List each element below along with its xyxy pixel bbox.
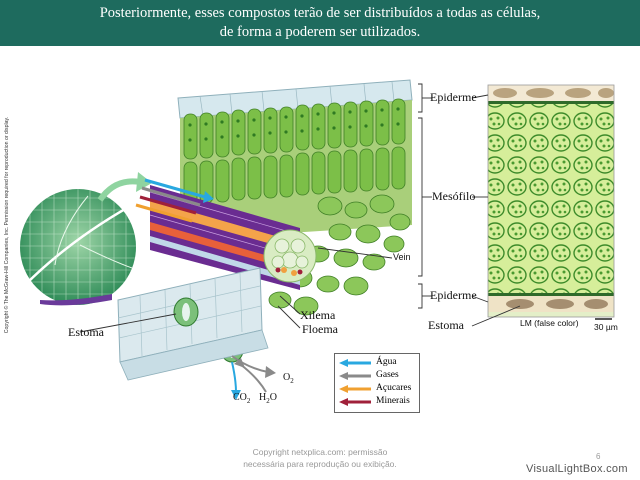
label-estoma-left: Estoma xyxy=(68,325,104,339)
label-xilema: Xilema xyxy=(300,308,336,322)
label-floema: Floema xyxy=(302,322,338,336)
footer-line-2: necessária para reprodução ou exibição. xyxy=(243,459,397,469)
label-epiderme-bottom: Epiderme xyxy=(430,288,477,302)
legend-arrow-icon xyxy=(339,385,371,393)
banner-line-1: Posteriormente, esses compostos terão de… xyxy=(99,5,541,21)
label-vein: Vein xyxy=(393,252,411,262)
legend-arrow-icon xyxy=(339,398,371,406)
leaf-magnified-circle xyxy=(20,189,136,306)
micrograph xyxy=(487,84,615,320)
label-lm-false-color: LM (false color) xyxy=(520,318,579,328)
footer-line-1: Copyright netxplica.com: permissão xyxy=(252,447,388,457)
label-o2: O2 xyxy=(283,372,294,385)
leaf-block xyxy=(117,79,413,400)
label-h2o: H2O xyxy=(259,392,277,405)
legend: Água Gases Açucares Minerais xyxy=(334,353,420,413)
footer-copyright: Copyright netxplica.com: permissão neces… xyxy=(190,446,450,470)
page-number: 6 xyxy=(596,452,601,461)
label-scale-bar: 30 µm xyxy=(594,322,618,332)
label-brackets xyxy=(79,83,521,333)
label-epiderme-top: Epiderme xyxy=(430,90,477,104)
label-mesofilo: Mesófilo xyxy=(432,189,476,203)
label-co2: CO2 xyxy=(233,392,251,405)
banner-line-2: de forma a poderem ser utilizados. xyxy=(219,24,421,40)
legend-arrow-icon xyxy=(339,359,371,367)
title-banner: Posteriormente, esses compostos terão de… xyxy=(0,0,640,46)
label-estoma-right: Estoma xyxy=(428,318,464,332)
watermark: VisualLightBox.com xyxy=(526,463,628,475)
legend-arrow-icon xyxy=(339,372,371,380)
curved-arrow xyxy=(97,178,141,202)
